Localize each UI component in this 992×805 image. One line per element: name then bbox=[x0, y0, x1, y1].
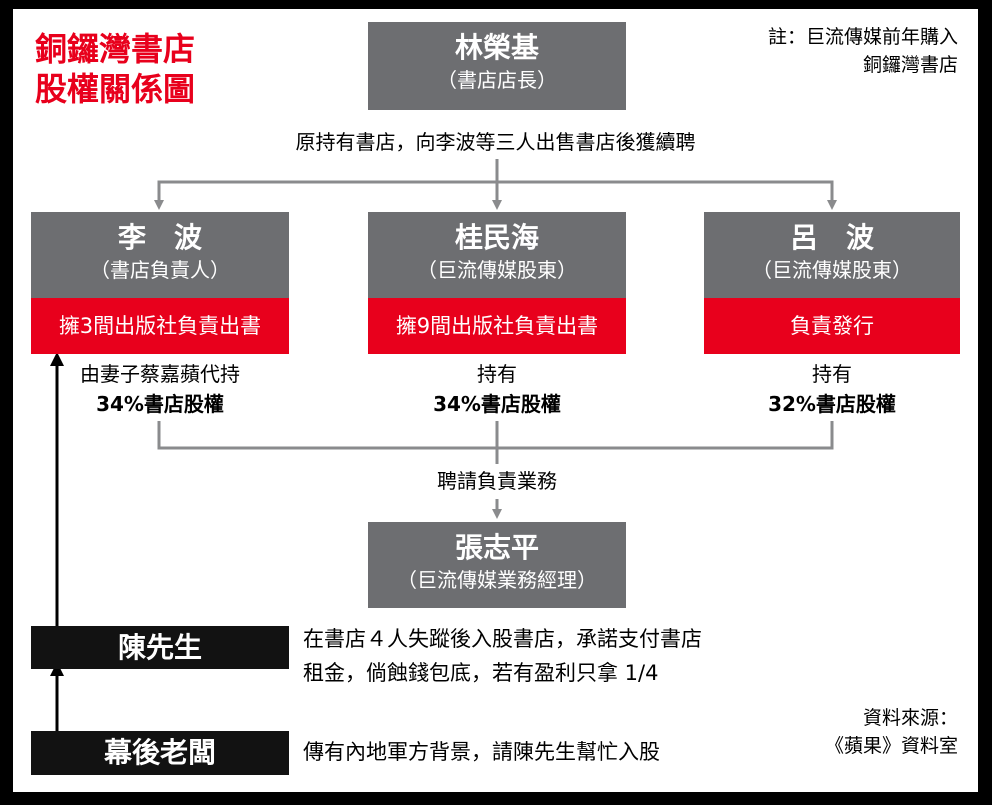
chen-box: 陳先生 bbox=[31, 626, 289, 669]
shareholder-name: 呂 波 bbox=[789, 221, 874, 254]
manager-name: 張志平 bbox=[454, 531, 539, 564]
top-branch-left bbox=[154, 180, 497, 210]
shareholder-box-lu: 呂 波 （巨流傳媒股東） bbox=[704, 212, 960, 298]
hold-line: 由妻子蔡嘉蘋代持 bbox=[80, 362, 240, 386]
hold-line: 持有 bbox=[812, 362, 852, 386]
share-percent: 34%書店股權 bbox=[433, 392, 561, 416]
boss-description: 傳有內地軍方背景，請陳先生幫忙入股 bbox=[303, 740, 660, 764]
note-line-2: 銅鑼灣書店 bbox=[862, 54, 958, 76]
shareholder-hold-gui: 持有 34%書店股權 bbox=[368, 359, 626, 419]
shareholder-hold-lu: 持有 32%書店股權 bbox=[704, 359, 960, 419]
top-person-name: 林榮基 bbox=[454, 31, 539, 64]
diagram-title: 銅鑼灣書店 股權關係圖 bbox=[35, 29, 195, 109]
top-caption: 原持有書店，向李波等三人出售書店後獲續聘 bbox=[295, 130, 696, 154]
shareholder-name: 桂民海 bbox=[454, 221, 539, 254]
note-line-1: 註：巨流傳媒前年購入 bbox=[767, 26, 958, 48]
shareholder-red-li: 擁3間出版社負責出書 bbox=[31, 298, 289, 354]
note: 註：巨流傳媒前年購入 銅鑼灣書店 bbox=[768, 23, 958, 79]
connector-lines bbox=[50, 159, 837, 731]
title-line-1: 銅鑼灣書店 bbox=[35, 30, 196, 68]
source-line-1: 資料來源： bbox=[862, 707, 958, 729]
shareholder-box-li: 李 波 （書店負責人） bbox=[31, 212, 289, 298]
manager-role: （巨流傳媒業務經理） bbox=[397, 568, 597, 592]
shareholder-role: （書店負責人） bbox=[90, 258, 230, 282]
title-line-2: 股權關係圖 bbox=[35, 70, 196, 108]
shareholder-hold-li: 由妻子蔡嘉蘋代持 34%書店股權 bbox=[31, 359, 289, 419]
mid-caption: 聘請負責業務 bbox=[397, 466, 597, 496]
top-branch-right bbox=[497, 180, 837, 210]
chen-desc-line-2: 租金，倘蝕錢包底，若有盈利只拿 1/4 bbox=[303, 661, 659, 685]
source-line-2: 《蘋果》資料室 bbox=[824, 735, 958, 757]
hold-line: 持有 bbox=[477, 362, 517, 386]
shareholder-box-gui: 桂民海 （巨流傳媒股東） bbox=[368, 212, 626, 298]
shareholder-role: （巨流傳媒股東） bbox=[417, 258, 577, 282]
source: 資料來源： 《蘋果》資料室 bbox=[825, 704, 958, 760]
shareholder-name: 李 波 bbox=[117, 221, 202, 254]
shareholder-red-gui: 擁9間出版社負責出書 bbox=[368, 298, 626, 354]
shareholder-red-lu: 負責發行 bbox=[704, 298, 960, 354]
share-percent: 32%書店股權 bbox=[768, 392, 896, 416]
diagram-panel: 銅鑼灣書店 股權關係圖 註：巨流傳媒前年購入 銅鑼灣書店 林榮基 （書店店長） … bbox=[13, 9, 978, 792]
share-percent: 34%書店股權 bbox=[96, 392, 224, 416]
manager-box: 張志平 （巨流傳媒業務經理） bbox=[368, 522, 626, 608]
top-person-box: 林榮基 （書店店長） bbox=[368, 22, 626, 110]
shareholder-role: （巨流傳媒股東） bbox=[752, 258, 912, 282]
chen-desc-line-1: 在書店４人失蹤後入股書店，承諾支付書店 bbox=[303, 627, 702, 651]
top-person-role: （書店店長） bbox=[437, 68, 557, 92]
boss-box: 幕後老闆 bbox=[31, 731, 289, 775]
chen-description: 在書店４人失蹤後入股書店，承諾支付書店 租金，倘蝕錢包底，若有盈利只拿 1/4 bbox=[303, 622, 702, 690]
